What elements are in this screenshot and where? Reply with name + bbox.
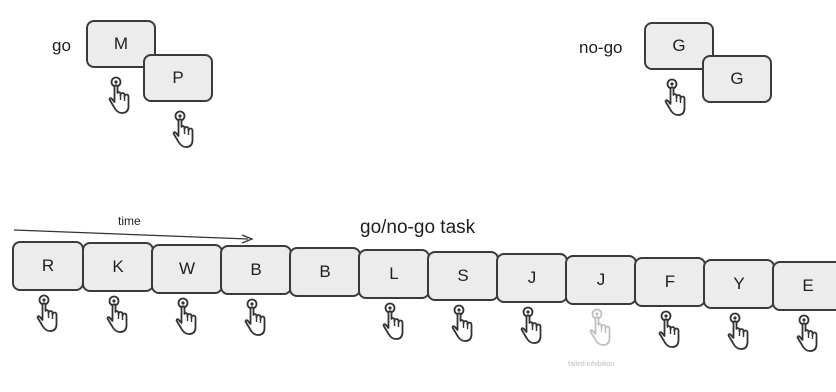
sequence-letter: R	[41, 256, 55, 275]
time-label: time	[118, 214, 141, 228]
pointing-finger-icon	[727, 312, 751, 352]
sequence-card: E	[772, 261, 836, 311]
pointing-finger-icon	[796, 314, 820, 354]
sequence-letter: S	[457, 266, 469, 285]
nogo-label: no-go	[579, 38, 623, 57]
sequence-card: B	[289, 247, 361, 297]
go-label: go	[52, 36, 71, 55]
sequence-card: W	[151, 244, 223, 294]
sequence-card: L	[358, 249, 430, 299]
sequence-letter: J	[596, 270, 606, 289]
pointing-finger-icon	[244, 298, 268, 338]
nogo-stimulus-card-2: G	[702, 55, 772, 103]
sequence-card: J	[496, 253, 568, 303]
sequence-letter: L	[389, 264, 399, 283]
faded-pointing-finger-icon	[589, 308, 613, 348]
sequence-card: S	[427, 251, 499, 301]
pointing-finger-icon	[658, 310, 682, 350]
failed-inhibition-label: failed inhibition	[568, 361, 615, 368]
sequence-letter: K	[112, 257, 124, 276]
sequence-letter: J	[527, 268, 537, 287]
sequence-letter: W	[178, 259, 196, 278]
pointing-finger-icon	[451, 304, 475, 344]
sequence-card: R	[12, 241, 84, 291]
task-title: go/no-go task	[360, 217, 476, 238]
pointing-finger-icon	[36, 294, 60, 334]
nogo-stimulus-letter-2: G	[730, 69, 744, 88]
sequence-letter: B	[319, 262, 331, 281]
sequence-card: B	[220, 245, 292, 295]
sequence-card: K	[82, 242, 154, 292]
go-stimulus-letter-2: P	[172, 68, 184, 87]
sequence-card: J	[565, 255, 637, 305]
nogo-stimulus-letter-1: G	[672, 36, 686, 55]
pointing-finger-icon	[382, 302, 406, 342]
sequence-card: F	[634, 257, 706, 307]
sequence-letter: Y	[733, 274, 745, 293]
pointing-finger-icon	[175, 297, 199, 337]
pointing-finger-icon	[106, 295, 130, 335]
pointing-finger-icon	[520, 306, 544, 346]
sequence-letter: F	[664, 272, 676, 291]
sequence-letter: B	[250, 260, 262, 279]
go-stimulus-card-2: P	[143, 54, 213, 102]
sequence-card: Y	[703, 259, 775, 309]
sequence-letter: E	[802, 276, 814, 295]
go-stimulus-letter-1: M	[113, 34, 129, 53]
